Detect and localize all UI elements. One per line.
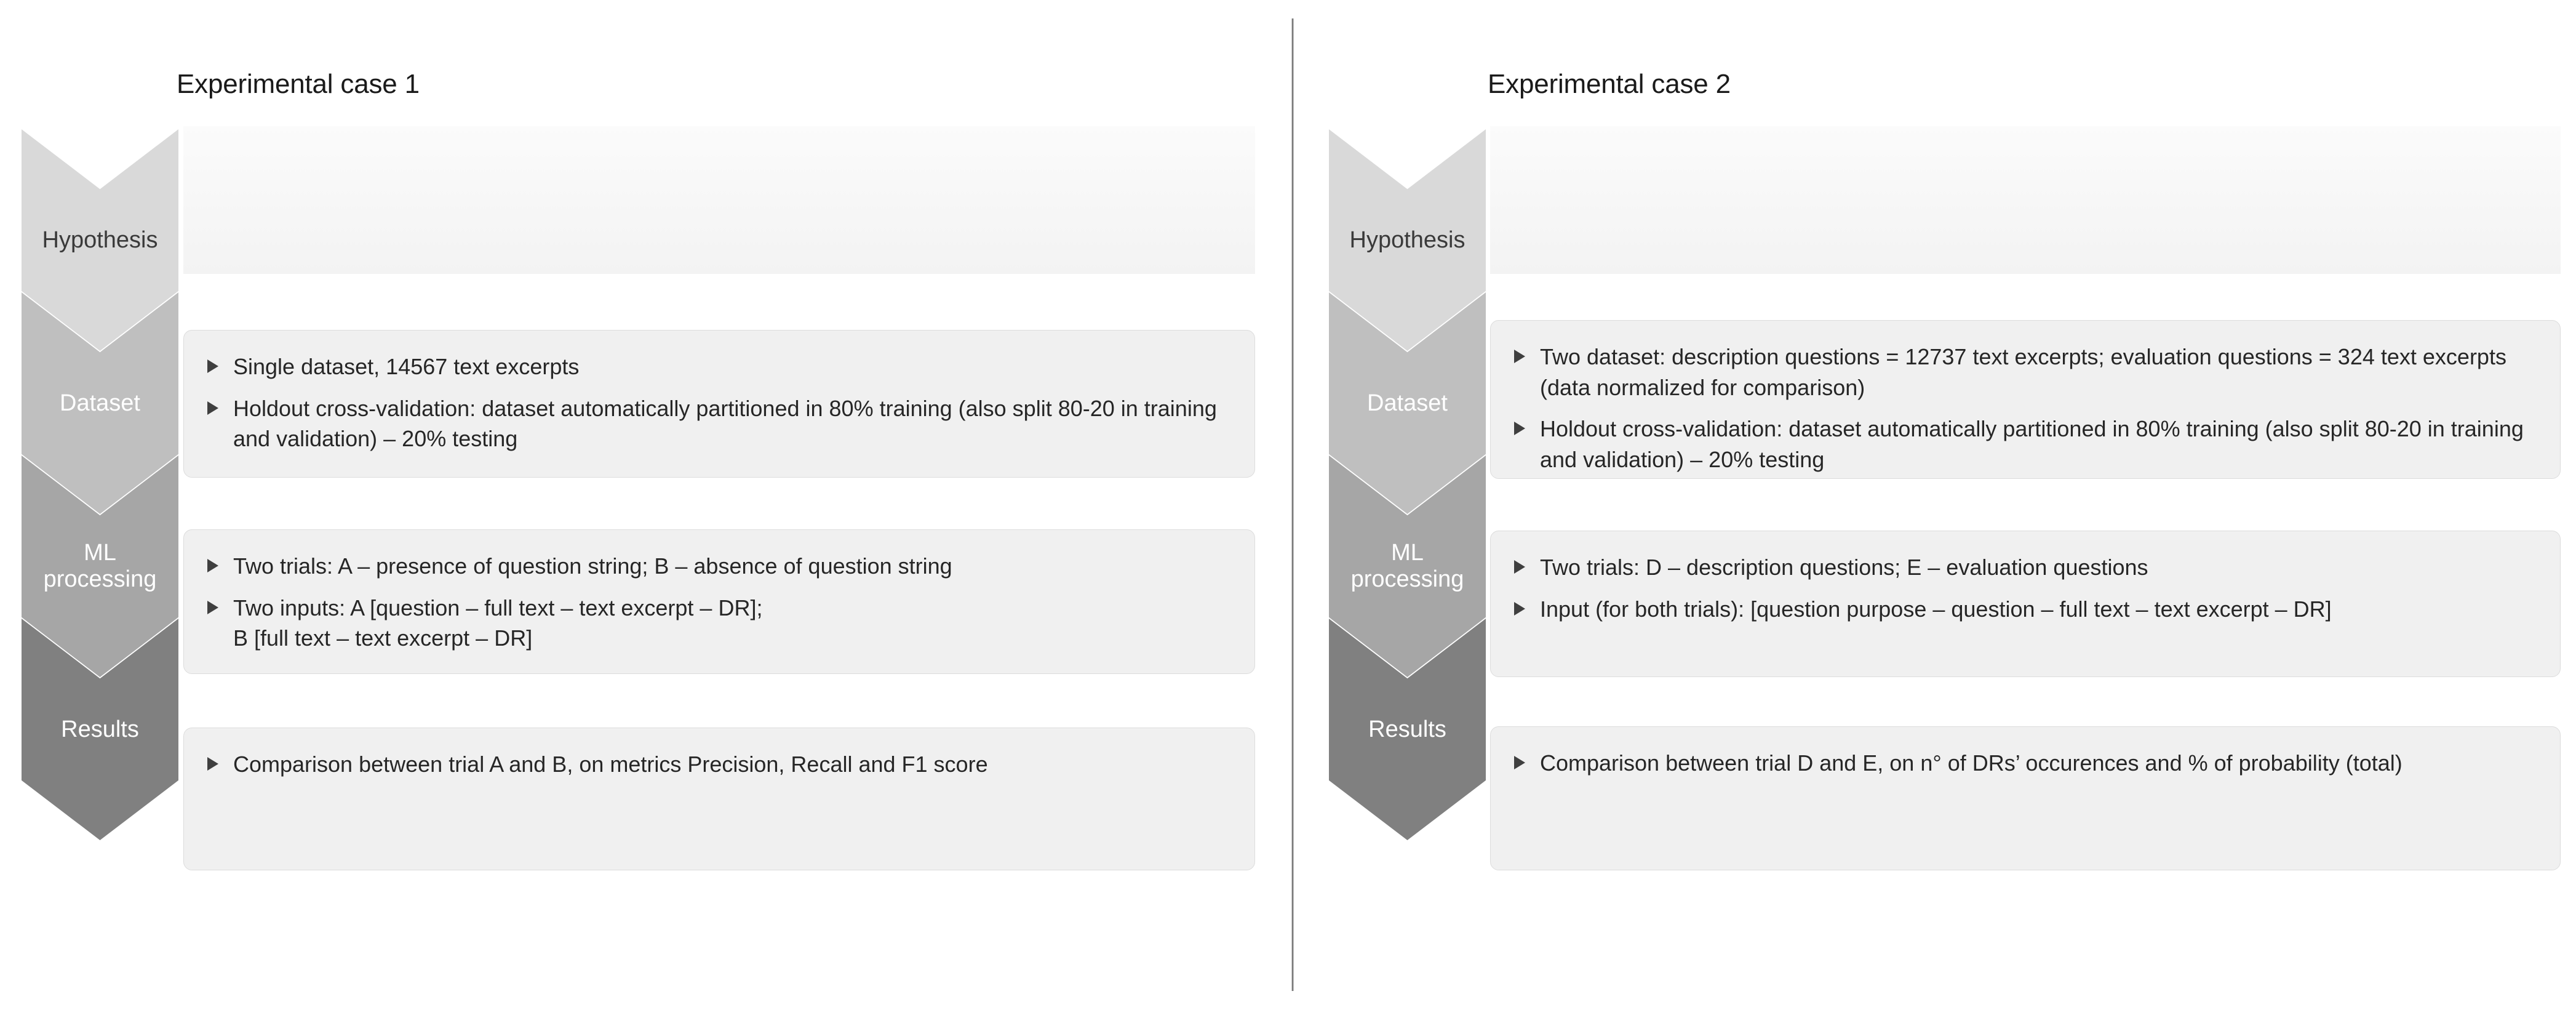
triangle-right-icon	[1512, 748, 1540, 771]
list-item: Comparison between trial A and B, on met…	[205, 749, 1230, 780]
triangle-right-icon	[1512, 552, 1540, 575]
list-item: Two trials: A – presence of question str…	[205, 551, 1230, 582]
chevron-label-hypothesis-case-1: Hypothesis	[42, 227, 158, 253]
bullet-list-ml-processing-case-2: Two trials: D – description questions; E…	[1512, 552, 2535, 624]
chevron-label-results-case-1: Results	[61, 716, 139, 742]
list-item-text: Comparison between trial D and E, on n° …	[1540, 750, 2403, 776]
bullet-list-ml-processing-case-1: Two trials: A – presence of question str…	[205, 551, 1230, 654]
content-box-results-case-2: Comparison between trial D and E, on n° …	[1490, 726, 2561, 870]
list-item-text: Holdout cross-validation: dataset automa…	[233, 395, 1217, 452]
chevron-label-dataset-case-1: Dataset	[60, 390, 140, 416]
list-item: Two dataset: description questions = 127…	[1512, 342, 2535, 403]
bullet-list-dataset-case-2: Two dataset: description questions = 127…	[1512, 342, 2535, 475]
experimental-case-2-panel: Experimental case 2 Hypothesis Dataset	[1292, 0, 2576, 1015]
bullet-list-dataset-case-1: Single dataset, 14567 text excerpts Hold…	[205, 351, 1230, 454]
list-item: Holdout cross-validation: dataset automa…	[205, 393, 1230, 454]
triangle-right-icon	[1512, 414, 1540, 436]
experimental-case-1-panel: Experimental case 1 Hypothesis Dataset	[22, 69, 1255, 870]
bullet-list-results-case-2: Comparison between trial D and E, on n° …	[1512, 748, 2535, 779]
list-item: Holdout cross-validation: dataset automa…	[1512, 414, 2535, 475]
list-item-text: Two trials: A – presence of question str…	[233, 553, 952, 579]
triangle-right-icon	[205, 749, 233, 772]
bullet-list-results-case-1: Comparison between trial A and B, on met…	[205, 749, 1230, 780]
page-title-case-1: Experimental case 1	[177, 69, 420, 99]
content-box-hypothesis-case-2	[1490, 126, 2561, 274]
chevron-label-hypothesis-case-2: Hypothesis	[1349, 227, 1465, 253]
content-box-hypothesis-case-1	[183, 126, 1255, 274]
chevron-label-dataset-case-2: Dataset	[1367, 390, 1448, 416]
list-item: Two inputs: A [question – full text – te…	[205, 593, 1230, 654]
list-item: Two trials: D – description questions; E…	[1512, 552, 2535, 583]
content-box-dataset-case-1: Single dataset, 14567 text excerpts Hold…	[183, 330, 1255, 478]
list-item-text: Holdout cross-validation: dataset automa…	[1540, 416, 2524, 473]
list-item-text: Two dataset: description questions = 127…	[1540, 344, 2506, 400]
triangle-right-icon	[205, 393, 233, 416]
content-box-results-case-1: Comparison between trial A and B, on met…	[183, 728, 1255, 870]
content-box-ml-processing-case-1: Two trials: A – presence of question str…	[183, 529, 1255, 674]
triangle-right-icon	[1512, 594, 1540, 617]
triangle-right-icon	[205, 593, 233, 616]
chevron-label-ml-processing-case-2: ML processing	[1350, 540, 1464, 592]
list-item: Input (for both trials): [question purpo…	[1512, 594, 2535, 625]
panel-divider	[1291, 18, 1294, 991]
list-item-text: Input (for both trials): [question purpo…	[1540, 596, 2332, 622]
content-box-dataset-case-2: Two dataset: description questions = 127…	[1490, 320, 2561, 479]
page-title-case-2: Experimental case 2	[1488, 69, 1731, 99]
chevron-label-results-case-2: Results	[1368, 716, 1446, 742]
content-box-ml-processing-case-2: Two trials: D – description questions; E…	[1490, 531, 2561, 677]
triangle-right-icon	[1512, 342, 1540, 364]
list-item-text: Two trials: D – description questions; E…	[1540, 555, 2148, 580]
list-item: Single dataset, 14567 text excerpts	[205, 351, 1230, 382]
list-item-text: Comparison between trial A and B, on met…	[233, 752, 988, 777]
list-item-text: Single dataset, 14567 text excerpts	[233, 354, 580, 379]
list-item-text: Two inputs: A [question – full text – te…	[233, 595, 763, 651]
list-item: Comparison between trial D and E, on n° …	[1512, 748, 2535, 779]
chevron-label-ml-processing-case-1: ML processing	[43, 540, 157, 592]
triangle-right-icon	[205, 351, 233, 374]
triangle-right-icon	[205, 551, 233, 574]
